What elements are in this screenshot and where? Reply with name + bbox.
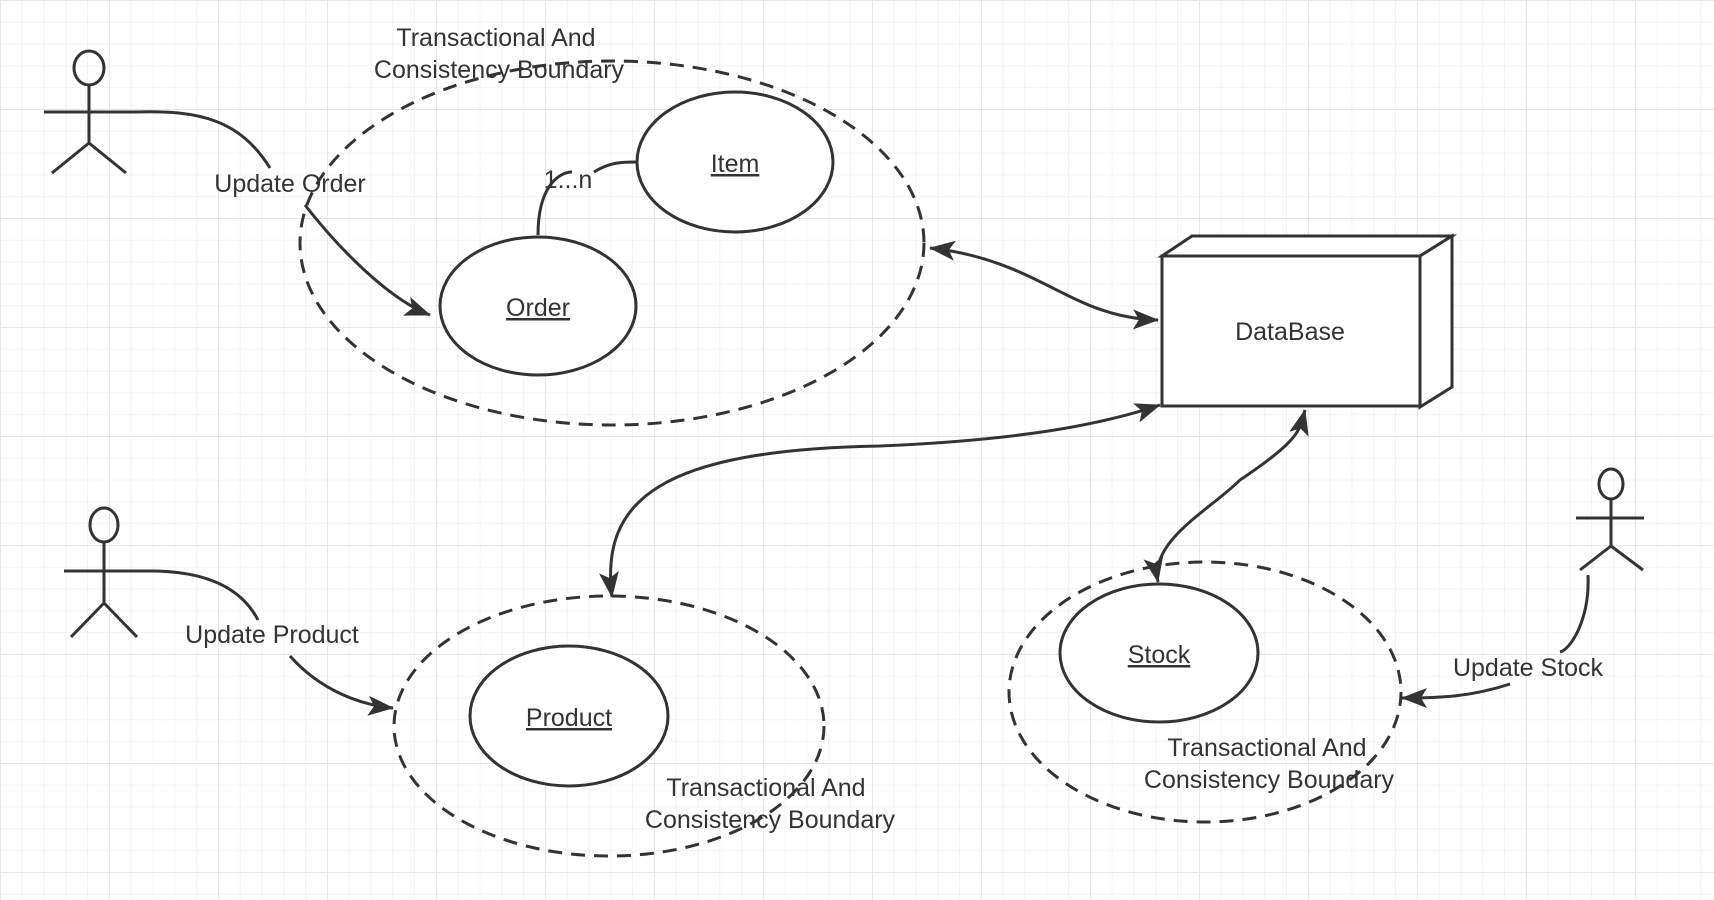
actor-order-icon	[44, 49, 136, 175]
update-stock-line-top	[1559, 574, 1590, 654]
item-label: Item	[711, 150, 760, 178]
product-database-connector	[599, 403, 1161, 598]
database-node[interactable]: DataBase	[1157, 233, 1458, 410]
product-entity[interactable]	[468, 644, 670, 788]
update-product-line-top	[144, 569, 260, 621]
svg-text:Consistency Boundary: Consistency Boundary	[645, 806, 896, 834]
product-boundary-label: Transactional And Consistency Boundary	[645, 774, 896, 834]
svg-text:Consistency Boundary: Consistency Boundary	[1144, 766, 1395, 794]
actor-stock-icon	[1576, 467, 1644, 572]
order-database-connector	[929, 240, 1159, 330]
database-label: DataBase	[1235, 318, 1345, 346]
actor-product-icon	[64, 506, 145, 639]
update-product-label: Update Product	[185, 621, 359, 649]
stock-boundary-label: Transactional And Consistency Boundary	[1144, 734, 1395, 794]
svg-text:Transactional And: Transactional And	[666, 774, 865, 802]
svg-text:Consistency Boundary: Consistency Boundary	[374, 56, 625, 84]
update-product-arrow	[288, 655, 394, 716]
item-entity[interactable]	[635, 90, 835, 234]
order-boundary	[298, 59, 926, 427]
update-stock-label: Update Stock	[1453, 654, 1604, 682]
stock-database-connector	[1143, 409, 1309, 583]
update-order-line-top	[135, 110, 272, 169]
product-boundary	[392, 594, 826, 858]
stock-boundary	[1007, 560, 1403, 824]
svg-text:Transactional And: Transactional And	[396, 24, 595, 52]
order-boundary-label: Transactional And Consistency Boundary	[374, 24, 625, 84]
stock-label: Stock	[1128, 641, 1191, 669]
order-entity[interactable]	[438, 235, 638, 377]
product-label: Product	[526, 704, 612, 732]
order-label: Order	[506, 294, 570, 322]
update-stock-arrow	[1401, 682, 1511, 708]
multiplicity-label: 1...n	[544, 166, 593, 194]
update-order-label: Update Order	[214, 170, 365, 198]
order-item-association-left	[536, 170, 573, 236]
order-item-association-right	[593, 160, 637, 174]
svg-text:Transactional And: Transactional And	[1167, 734, 1366, 762]
update-order-arrow	[303, 204, 431, 317]
